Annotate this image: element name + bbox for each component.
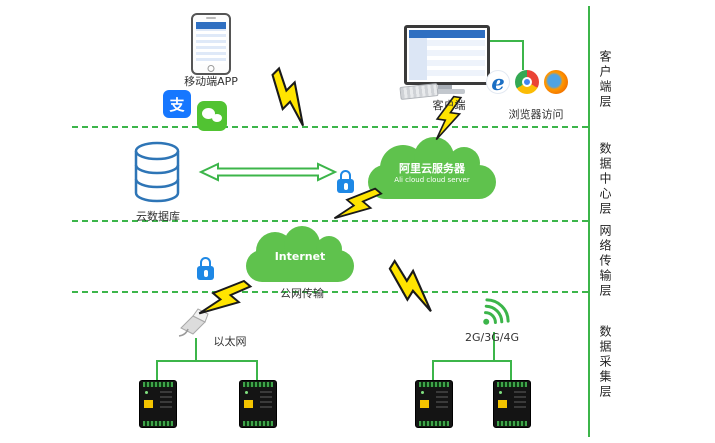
- monitor-icon: [404, 25, 490, 85]
- device-badge: [144, 400, 153, 408]
- wifi-signal-icon: [483, 298, 510, 325]
- mobile-app-label: 移动端APP: [184, 75, 238, 88]
- device-drop-line: [510, 360, 512, 380]
- database-icon: [134, 141, 180, 203]
- lock-shackle: [340, 170, 351, 182]
- monitor-screen: [409, 30, 485, 80]
- device-terminals: [143, 382, 173, 387]
- ali-cloud-label-en: Ali cloud cloud server: [394, 176, 470, 184]
- cloud-base: [246, 249, 354, 282]
- cloud-base: [368, 165, 496, 199]
- lock-keyhole: [203, 270, 208, 277]
- cellular-label: 2G/3G/4G: [465, 331, 519, 344]
- device-terminals: [419, 382, 449, 387]
- device-led: [499, 391, 502, 394]
- wechat-icon: [197, 101, 227, 131]
- internet-text: Internet: [246, 224, 354, 282]
- device-unit: [139, 380, 177, 428]
- device-terminals: [497, 382, 527, 387]
- layer-label-datacenter: 数据中心层: [598, 142, 612, 217]
- layer-label-client: 客户端层: [598, 50, 612, 110]
- public-net-label: 公网传输: [280, 287, 324, 300]
- chrome-browser-icon: [515, 70, 539, 94]
- cellular-drop-line: [493, 332, 495, 360]
- layer-label-collection: 数据采集层: [598, 325, 612, 400]
- device-terminals: [497, 421, 527, 426]
- lock-icon: [337, 170, 354, 193]
- alipay-icon: 支: [163, 90, 191, 118]
- internet-cloud: Internet: [246, 224, 354, 282]
- layer-divider-3: [72, 291, 588, 293]
- ethernet-drop-line: [195, 338, 197, 360]
- lightning-bolt-phone-cloud: [259, 66, 322, 129]
- device-led: [145, 391, 148, 394]
- ethernet-label: 以太网: [213, 335, 247, 348]
- device-unit: [493, 380, 531, 428]
- double-arrow: [198, 162, 338, 182]
- monitor-stand: [438, 82, 452, 89]
- device-badge: [498, 400, 507, 408]
- phone-screen: [196, 22, 226, 64]
- ie-browser-icon: e: [486, 70, 510, 94]
- device-unit: [415, 380, 453, 428]
- smartphone-icon: [191, 13, 231, 75]
- device-led: [421, 391, 424, 394]
- device-terminals: [243, 382, 273, 387]
- firefox-browser-icon: [544, 70, 568, 94]
- device-drop-line: [256, 360, 258, 380]
- ali-cloud-label-cn: 阿里云服务器: [399, 162, 465, 175]
- device-face: [160, 391, 172, 411]
- device-led: [245, 391, 248, 394]
- ethernet-bus-line: [156, 360, 258, 362]
- layer-label-network: 网络传输层: [598, 224, 612, 299]
- lock-shackle: [200, 257, 211, 269]
- lock-keyhole: [343, 183, 348, 190]
- layer-rail-line: [588, 6, 590, 437]
- cellular-bus-line: [432, 360, 512, 362]
- lock-icon: [197, 257, 214, 280]
- device-drop-line: [156, 360, 158, 380]
- layer-divider-2: [72, 220, 588, 222]
- client-browser-line-v: [522, 40, 524, 70]
- device-face: [436, 391, 448, 411]
- client-browser-line-h: [482, 40, 524, 42]
- device-unit: [239, 380, 277, 428]
- device-terminals: [143, 421, 173, 426]
- internet-label: Internet: [274, 249, 326, 263]
- device-badge: [244, 400, 253, 408]
- ali-cloud-server: 阿里云服务器 Ali cloud cloud server: [368, 137, 496, 199]
- device-terminals: [243, 421, 273, 426]
- cloud-db-label: 云数据库: [136, 210, 180, 223]
- lightning-bolt-internet-cellular: [379, 258, 446, 315]
- monitor-base: [425, 89, 465, 94]
- device-badge: [420, 400, 429, 408]
- layer-divider-1: [72, 126, 588, 128]
- ali-cloud-text: 阿里云服务器 Ali cloud cloud server: [368, 139, 496, 199]
- ie-glyph: e: [491, 70, 505, 95]
- alipay-glyph: 支: [169, 95, 185, 114]
- browser-access-label: 浏览器访问: [508, 108, 564, 121]
- device-drop-line: [432, 360, 434, 380]
- device-face: [514, 391, 526, 411]
- device-terminals: [419, 421, 449, 426]
- device-face: [260, 391, 272, 411]
- client-label: 客户端: [432, 99, 466, 112]
